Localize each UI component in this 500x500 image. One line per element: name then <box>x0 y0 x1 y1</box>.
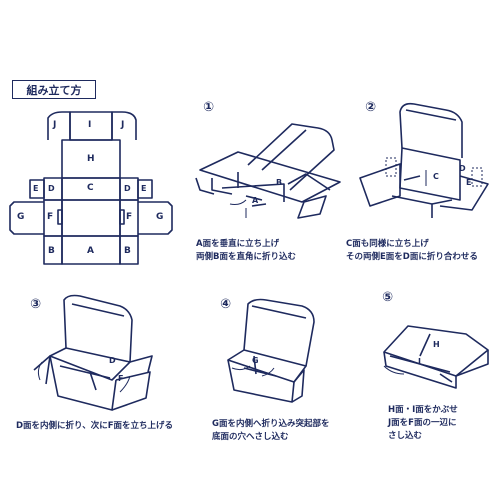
step3-label-f: F <box>118 374 124 383</box>
step2-caption-line1: C面も同様に立ち上げ <box>346 239 429 249</box>
step1-figure <box>195 123 341 219</box>
net-label-g-left: G <box>17 212 25 222</box>
step5-label-h: H <box>433 340 440 349</box>
net-label-e-right: E <box>141 184 147 193</box>
step5-caption-line3: さし込む <box>388 431 423 441</box>
step4-number: ④ <box>220 297 232 312</box>
step1-caption-line2: 両側B面を直角に折り込む <box>196 252 296 262</box>
step2-dashed <box>385 157 483 187</box>
net-label-j-left: J <box>53 120 57 130</box>
step2-label-c: C <box>433 172 439 181</box>
net-label-c: C <box>87 183 94 193</box>
step1-label-a: A <box>252 196 259 205</box>
step1-number: ① <box>203 100 215 115</box>
net-label-h: H <box>87 154 95 164</box>
arrows <box>37 170 427 393</box>
net-label-j-right: J <box>121 120 125 130</box>
step4-label-g: G <box>252 356 259 365</box>
net-label-f-right: F <box>126 212 133 222</box>
step5-label-i: I <box>418 357 421 366</box>
step1-label-b: B <box>276 178 283 187</box>
net-label-d-right: D <box>124 184 131 193</box>
step2-number: ② <box>365 100 377 115</box>
step2-label-d: D <box>459 164 466 173</box>
net-label-i: I <box>88 120 92 130</box>
net-label-g-right: G <box>156 212 164 222</box>
step3-label-d: D <box>109 356 116 365</box>
net-label-b-left: B <box>48 246 55 256</box>
step3-number: ③ <box>30 297 42 312</box>
step2-label-e: E <box>466 178 472 187</box>
net-fold-lines <box>62 199 120 237</box>
step2-caption-line2: その両側E面をD面に折り合わせる <box>346 252 478 262</box>
net-label-b-right: B <box>124 246 131 256</box>
step5-number: ⑤ <box>382 290 394 305</box>
step5-caption-line1: H面・I面をかぶせ <box>388 405 458 415</box>
step4-caption-line1: G面を内側へ折り込み突起部を <box>212 419 330 429</box>
step1-caption-line1: A面を垂直に立ち上げ <box>196 239 280 249</box>
net-label-e-left: E <box>33 184 39 193</box>
step5-figure <box>383 325 489 389</box>
step3-caption-line1: D面を内側に折り、次にF面を立ち上げる <box>16 421 174 431</box>
step3-figure <box>33 294 153 411</box>
net-label-f-left: F <box>47 212 54 222</box>
page-title: 組み立て方 <box>12 80 96 99</box>
step4-figure <box>227 298 315 403</box>
net-label-d-left: D <box>48 184 55 193</box>
step5-caption-line2: J面をF面の一辺に <box>388 418 457 428</box>
step2-figure <box>359 102 489 218</box>
step4-caption-line2: 底面の穴へさし込む <box>212 432 289 442</box>
net-label-a: A <box>87 246 94 256</box>
